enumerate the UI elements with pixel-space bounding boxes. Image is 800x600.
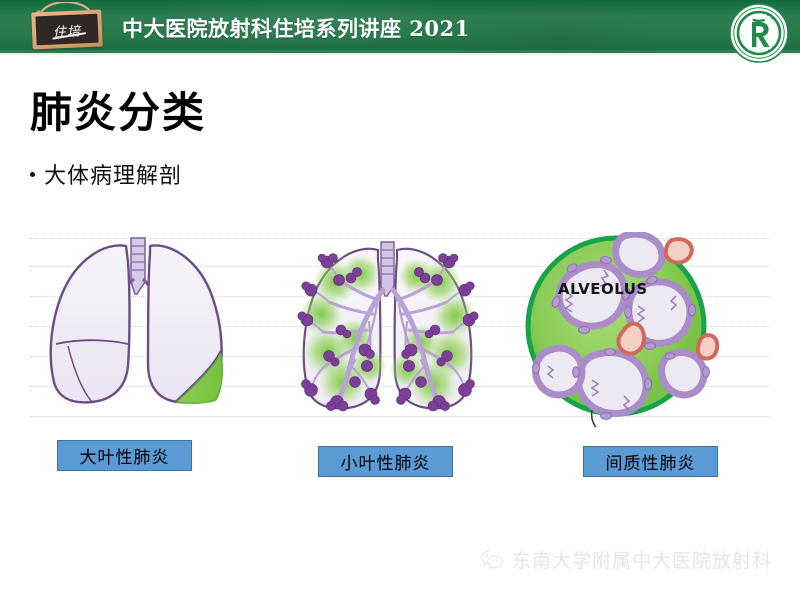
blackboard-text: 住培 — [52, 24, 82, 41]
lobar-pneumonia-lung-illustration — [38, 232, 238, 422]
bronchopneumonia-lung-illustration — [285, 234, 490, 424]
blackboard-slate: 住培 — [35, 13, 99, 46]
header-title: 中大医院放射科住培系列讲座 2021 — [122, 16, 470, 41]
footer: 东南大学附属中大医院放射科 — [480, 546, 772, 573]
interstitial-pneumonia-alveoli-illustration: ALVEOLUS — [520, 232, 720, 427]
blackboard-frame: 住培 — [31, 9, 103, 50]
figures-row: ALVEOLUS — [0, 228, 800, 438]
bullet-item: 大体病理解剖 — [30, 158, 182, 190]
footer-text: 东南大学附属中大医院放射科 — [512, 550, 773, 572]
bullet-label: 大体病理解剖 — [44, 164, 183, 189]
hanging-blackboard-icon: 住培 — [26, 2, 108, 50]
wechat-icon — [480, 549, 504, 570]
bullet-dot-icon — [30, 171, 35, 177]
header-band — [0, 0, 800, 50]
page-title: 肺炎分类 — [30, 88, 207, 137]
figure-caption-lobular[interactable]: 小叶性肺炎 — [318, 446, 453, 477]
header-underline — [0, 50, 800, 53]
header-underline-light — [0, 53, 800, 55]
alveolus-label: ALVEOLUS — [558, 280, 648, 298]
figure-caption-interstitial[interactable]: 间质性肺炎 — [583, 446, 718, 477]
hospital-seal-logo — [729, 3, 789, 63]
figure-caption-lobar[interactable]: 大叶性肺炎 — [57, 440, 192, 471]
